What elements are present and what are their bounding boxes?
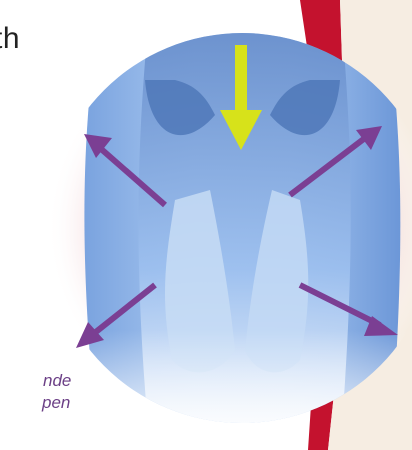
heading-fragment: th [0,22,20,56]
caption-line-1: nde [43,370,71,392]
caption-line-2: pen [42,392,70,414]
